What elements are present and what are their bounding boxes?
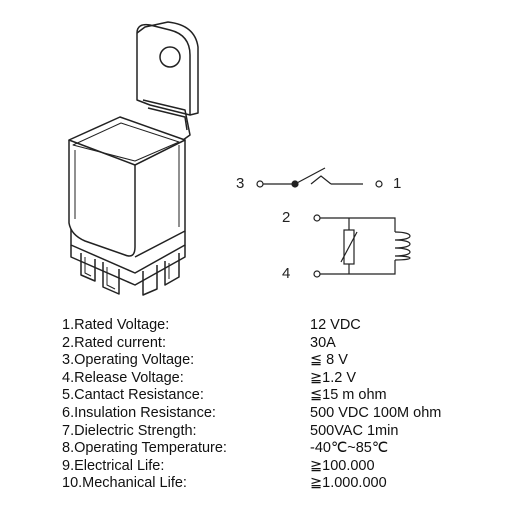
relay-side-face [134,139,186,258]
mounting-hole [159,46,181,68]
spec-label: 4.Release Voltage: [62,369,184,386]
spec-value: ≧100.000 [310,457,375,474]
spec-value: -40℃~85℃ [310,440,389,457]
terminal-3-node [256,180,264,188]
spec-row-mechanical-life: 10.Mechanical Life: ≧1.000.000 [62,475,502,493]
spec-label: 2.Rated current: [62,334,166,351]
spec-row-rated-current: 2.Rated current: 30A [62,335,502,353]
terminal-2-node [313,214,321,222]
relay-top-face [68,116,186,166]
coil-icon [394,231,411,261]
switch-blade [294,167,326,185]
mounting-bracket [136,23,191,116]
spec-label: 1.Rated Voltage: [62,317,170,333]
spec-label: 5.Cantact Resistance: [62,387,204,404]
spec-value: ≦15 m ohm [310,387,387,404]
spec-label: 8.Operating Temperature: [62,440,227,457]
spec-row-insulation-resistance: 6.Insulation Resistance: 500 VDC 100M oh… [62,405,502,423]
pin-label-3: 3 [236,175,245,192]
spec-value: 500VAC 1min [310,422,399,439]
spec-value: 30A [310,334,336,351]
spec-value: ≦ 8 V [310,352,348,369]
specifications-list: 1.Rated Voltage: 12 VDC 2.Rated current:… [62,317,502,493]
relay-front-face [68,140,136,257]
spec-label: 6.Insulation Resistance: [62,404,216,421]
circuit-schematic [256,167,411,278]
relay-illustration [68,21,199,296]
spec-value: 12 VDC [310,317,361,333]
spec-row-release-voltage: 4.Release Voltage: ≧1.2 V [62,370,502,388]
spec-row-dielectric-strength: 7.Dielectric Strength: 500VAC 1min [62,423,502,441]
terminal-4-node [313,270,321,278]
spec-row-contact-resistance: 5.Cantact Resistance: ≦15 m ohm [62,387,502,405]
spec-row-electrical-life: 9.Electrical Life: ≧100.000 [62,458,502,476]
spec-value: ≧1.000.000 [310,475,387,492]
spec-label: 3.Operating Voltage: [62,352,195,369]
relay-base [70,229,186,274]
spec-row-operating-voltage: 3.Operating Voltage: ≦ 8 V [62,352,502,370]
spec-label: 10.Mechanical Life: [62,475,187,492]
spec-row-rated-voltage: 1.Rated Voltage: 12 VDC [62,317,502,335]
spec-label: 7.Dielectric Strength: [62,422,197,439]
pin-label-1: 1 [393,175,402,192]
terminal [164,253,180,286]
pin-label-2: 2 [282,209,291,226]
spec-label: 9.Electrical Life: [62,457,165,474]
pin-label-4: 4 [282,265,291,282]
terminal-1-node [375,180,383,188]
terminal [80,253,96,282]
spec-value: ≧1.2 V [310,369,357,386]
spec-value: 500 VDC 100M ohm [310,404,442,421]
terminal [102,262,120,295]
terminal [142,265,158,296]
resistor-icon [343,229,355,265]
spec-row-operating-temperature: 8.Operating Temperature: -40℃~85℃ [62,440,502,458]
